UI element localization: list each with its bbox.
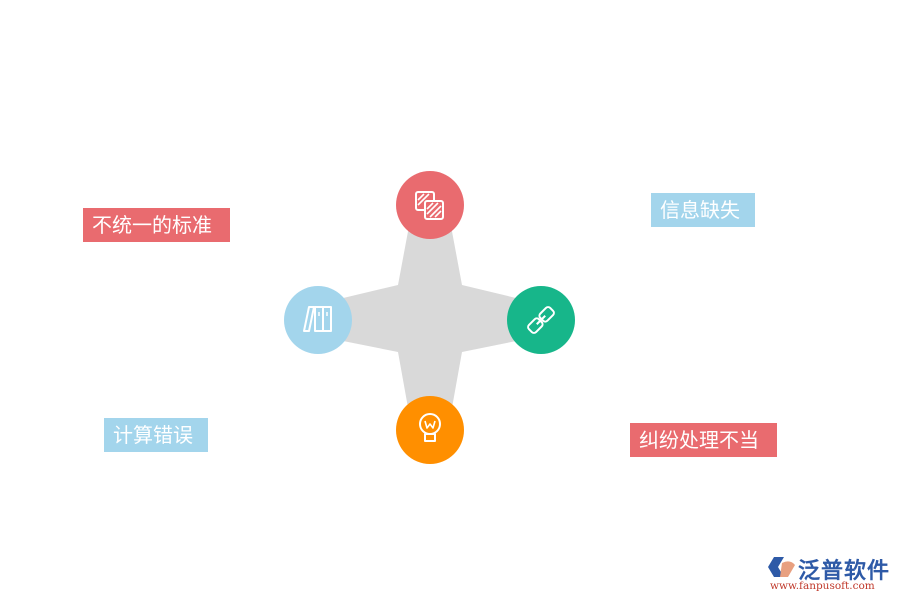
node-left-circle [284, 286, 352, 354]
layers-striped-icon [415, 191, 444, 220]
label-bottom-left: 计算错误 [104, 418, 208, 452]
label-bottom-right: 纠纷处理不当 [630, 423, 777, 457]
label-top-right: 信息缺失 [651, 193, 755, 227]
node-top [396, 171, 464, 239]
books-icon [303, 306, 332, 332]
node-bottom-circle [396, 396, 464, 464]
logo-title: 泛普软件 [798, 559, 891, 584]
node-bottom [396, 396, 464, 464]
center-star-shape [318, 210, 541, 430]
brand-logo: 泛普软件 www.fanpusoft.com [768, 553, 893, 593]
node-left [284, 286, 352, 354]
fanpu-logo-icon [768, 557, 795, 577]
lightbulb-icon [419, 413, 441, 442]
link-icon [527, 306, 555, 334]
logo-url: www.fanpusoft.com [770, 580, 875, 592]
label-top-left: 不统一的标准 [83, 208, 230, 242]
node-right [507, 286, 575, 354]
